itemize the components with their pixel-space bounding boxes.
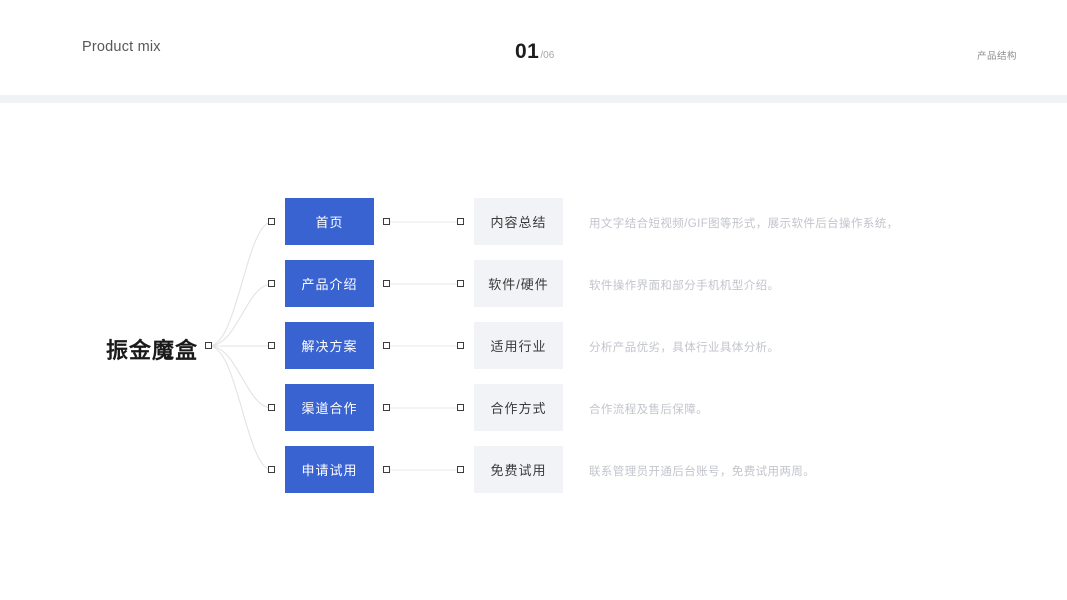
anchor-primary-out-5[interactable] bbox=[383, 466, 390, 473]
secondary-card-label: 免费试用 bbox=[490, 463, 547, 478]
anchor-secondary-1[interactable] bbox=[457, 218, 464, 225]
secondary-card-4[interactable]: 合作方式 bbox=[474, 384, 563, 431]
anchor-primary-out-3[interactable] bbox=[383, 342, 390, 349]
description-1: 用文字结合短视频/GIF图等形式，展示软件后台操作系统， bbox=[589, 218, 899, 230]
primary-card-label: 渠道合作 bbox=[301, 401, 358, 416]
description-4: 合作流程及售后保障。 bbox=[589, 404, 708, 416]
primary-card-label: 解决方案 bbox=[301, 339, 358, 354]
secondary-card-label: 内容总结 bbox=[490, 215, 547, 230]
header-divider bbox=[0, 95, 1067, 103]
secondary-card-label: 适用行业 bbox=[490, 339, 547, 354]
description-5: 联系管理员开通后台账号，免费试用两周。 bbox=[589, 466, 816, 478]
anchor-secondary-5[interactable] bbox=[457, 466, 464, 473]
secondary-card-label: 合作方式 bbox=[490, 401, 547, 416]
primary-card-label: 产品介绍 bbox=[301, 277, 358, 292]
primary-card-label: 申请试用 bbox=[301, 463, 358, 478]
primary-card-label: 首页 bbox=[315, 215, 344, 230]
root-node-label: 振金魔盒 bbox=[105, 339, 198, 364]
secondary-card-3[interactable]: 适用行业 bbox=[474, 322, 563, 369]
description-3: 分析产品优劣，具体行业具体分析。 bbox=[589, 342, 780, 354]
secondary-card-2[interactable]: 软件/硬件 bbox=[474, 260, 563, 307]
anchor-primary-out-4[interactable] bbox=[383, 404, 390, 411]
primary-card-1[interactable]: 首页 bbox=[285, 198, 374, 245]
anchor-primary-4[interactable] bbox=[268, 404, 275, 411]
anchor-primary-5[interactable] bbox=[268, 466, 275, 473]
page-indicator: 01 /06 bbox=[515, 40, 554, 64]
anchor-root[interactable] bbox=[205, 342, 212, 349]
root-node[interactable]: 振金魔盒 bbox=[104, 332, 200, 366]
anchor-primary-2[interactable] bbox=[268, 280, 275, 287]
slide-header: Product mix 01 /06 产品结构 bbox=[0, 0, 1067, 95]
anchor-primary-3[interactable] bbox=[268, 342, 275, 349]
secondary-card-1[interactable]: 内容总结 bbox=[474, 198, 563, 245]
anchor-primary-out-1[interactable] bbox=[383, 218, 390, 225]
anchor-secondary-4[interactable] bbox=[457, 404, 464, 411]
anchor-secondary-3[interactable] bbox=[457, 342, 464, 349]
secondary-card-label: 软件/硬件 bbox=[488, 277, 549, 292]
page-number-total: /06 bbox=[540, 50, 555, 61]
primary-card-5[interactable]: 申请试用 bbox=[285, 446, 374, 493]
connector-lines bbox=[208, 221, 461, 471]
mindmap-canvas: 振金魔盒 首页 内容总结 用文字结合短视频/GIF图等形式，展示软件后台操作系统… bbox=[0, 103, 1067, 600]
primary-card-3[interactable]: 解决方案 bbox=[285, 322, 374, 369]
anchor-primary-out-2[interactable] bbox=[383, 280, 390, 287]
anchor-primary-1[interactable] bbox=[268, 218, 275, 225]
header-subject-label: 产品结构 bbox=[976, 51, 1017, 62]
anchor-secondary-2[interactable] bbox=[457, 280, 464, 287]
page-title: Product mix bbox=[82, 39, 161, 55]
primary-card-4[interactable]: 渠道合作 bbox=[285, 384, 374, 431]
page-number-current: 01 bbox=[515, 40, 540, 63]
description-2: 软件操作界面和部分手机机型介绍。 bbox=[589, 280, 780, 292]
secondary-card-5[interactable]: 免费试用 bbox=[474, 446, 563, 493]
primary-card-2[interactable]: 产品介绍 bbox=[285, 260, 374, 307]
